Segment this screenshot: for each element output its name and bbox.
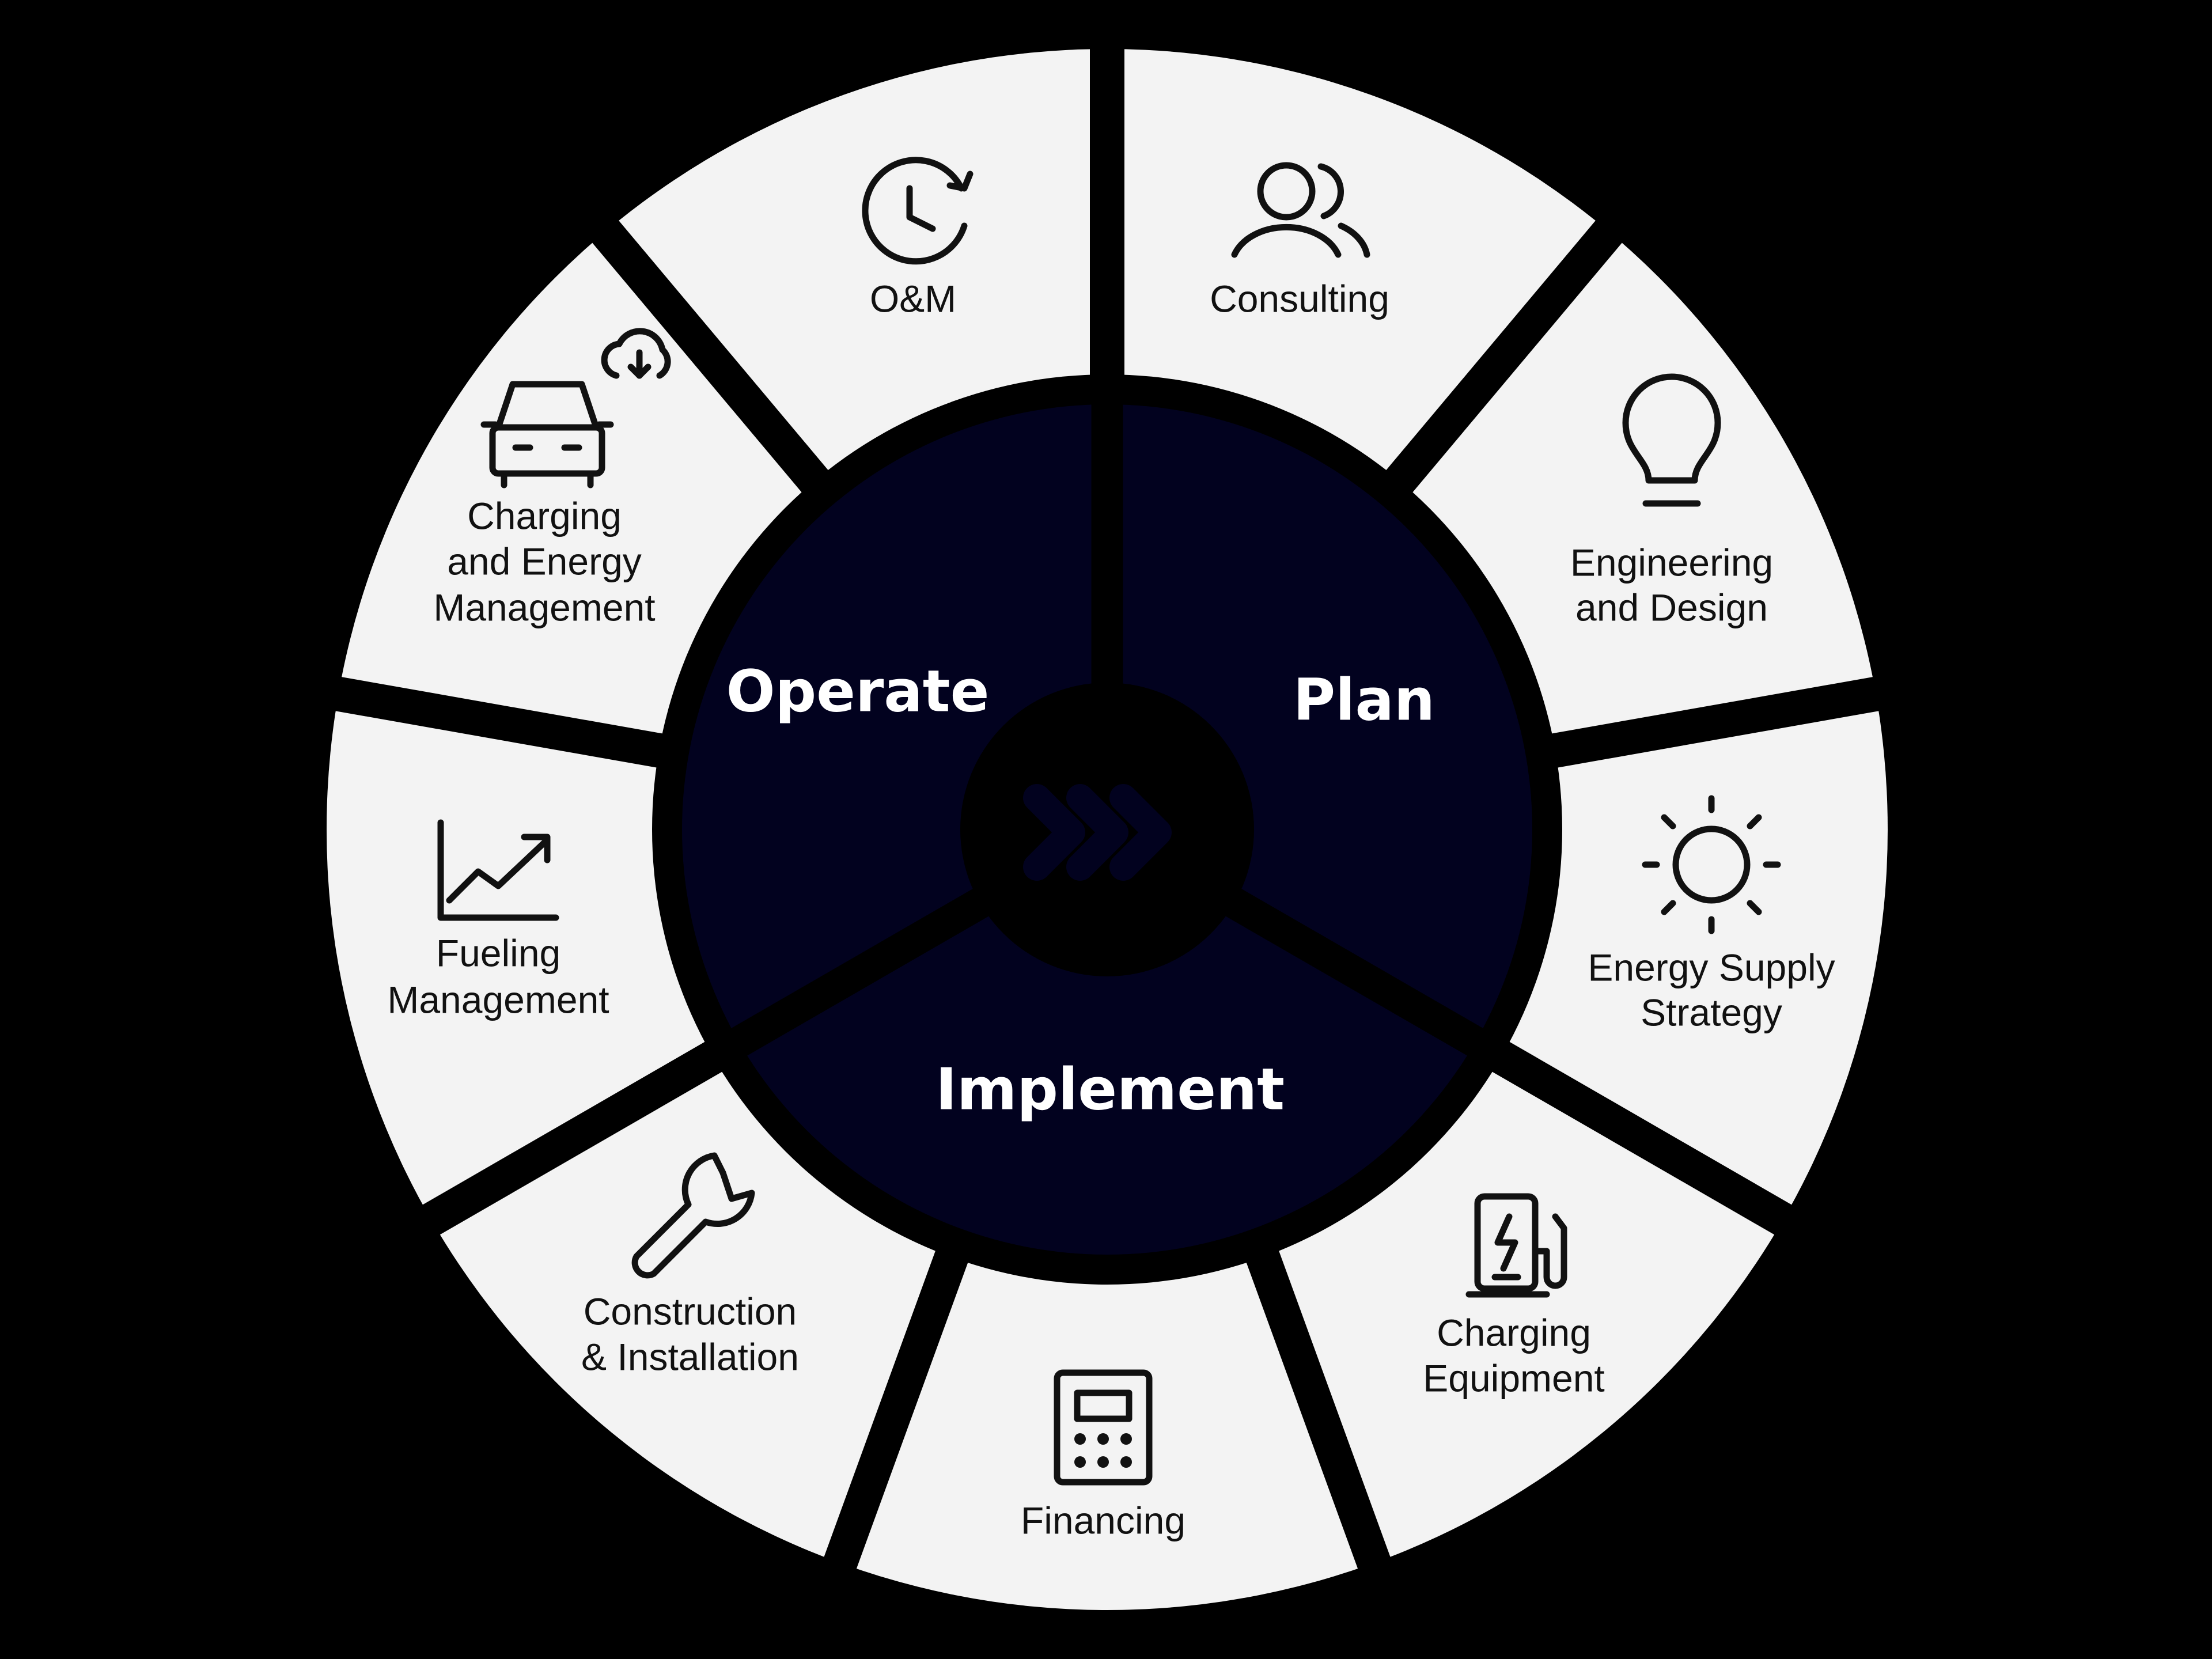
segment-financing: Financing: [1021, 1499, 1185, 1541]
phase-operate: Operate: [726, 657, 990, 725]
segment-label: Consulting: [1210, 277, 1389, 320]
wrench-icon: [631, 1152, 755, 1279]
segment-label: and Design: [1575, 586, 1768, 628]
triple-chevron-icon: [1023, 784, 1172, 881]
segment-divider: [811, 1245, 970, 1604]
charging-station-icon: [1465, 1193, 1567, 1298]
segment-construction: Construction & Installation: [581, 1290, 799, 1378]
clock-refresh-icon: [862, 157, 974, 265]
segment-energy-supply: Energy Supply Strategy: [1588, 946, 1835, 1033]
segment-charging-energy: Charging and Energy Management: [433, 494, 655, 628]
segment-divider: [1244, 1245, 1403, 1604]
lightbulb-icon: [1622, 373, 1721, 507]
segment-label: Energy Supply: [1588, 946, 1835, 988]
segment-divider: [568, 191, 832, 497]
segment-divider: [1487, 1039, 1824, 1253]
segment-divider: [1382, 191, 1646, 497]
segment-label: Fueling: [436, 931, 560, 974]
segment-divider: [1546, 670, 1916, 769]
segment-om: O&M: [870, 277, 956, 320]
segment-label: Financing: [1021, 1499, 1185, 1541]
people-icon: [1231, 162, 1370, 258]
segment-label: Construction: [584, 1290, 797, 1332]
segment-label: Equipment: [1423, 1357, 1605, 1399]
segment-label: Charging: [467, 494, 622, 537]
segment-label: Charging: [1437, 1311, 1591, 1354]
sun-icon: [1642, 795, 1781, 934]
segment-fueling: Fueling Management: [387, 931, 609, 1021]
car-cloud-icon: [480, 328, 671, 488]
segment-engineering: Engineering and Design: [1570, 541, 1773, 628]
segment-dividers: [298, 12, 1916, 1604]
segment-label: Management: [387, 978, 609, 1021]
segment-label: O&M: [870, 277, 956, 320]
segment-divider: [390, 1039, 727, 1253]
segment-label: Strategy: [1641, 991, 1782, 1033]
segment-label: & Installation: [581, 1335, 799, 1378]
segment-label: Management: [433, 586, 655, 628]
segment-divider: [298, 670, 668, 769]
line-chart-icon: [437, 819, 559, 921]
calculator-icon: [1054, 1369, 1153, 1486]
phase-plan: Plan: [1293, 666, 1435, 733]
segment-label: and Energy: [447, 540, 642, 582]
segment-label: Engineering: [1570, 541, 1773, 584]
phase-implement: Implement: [935, 1055, 1285, 1123]
segment-consulting: Consulting: [1210, 277, 1389, 320]
segment-charging-equipment: Charging Equipment: [1423, 1311, 1605, 1399]
